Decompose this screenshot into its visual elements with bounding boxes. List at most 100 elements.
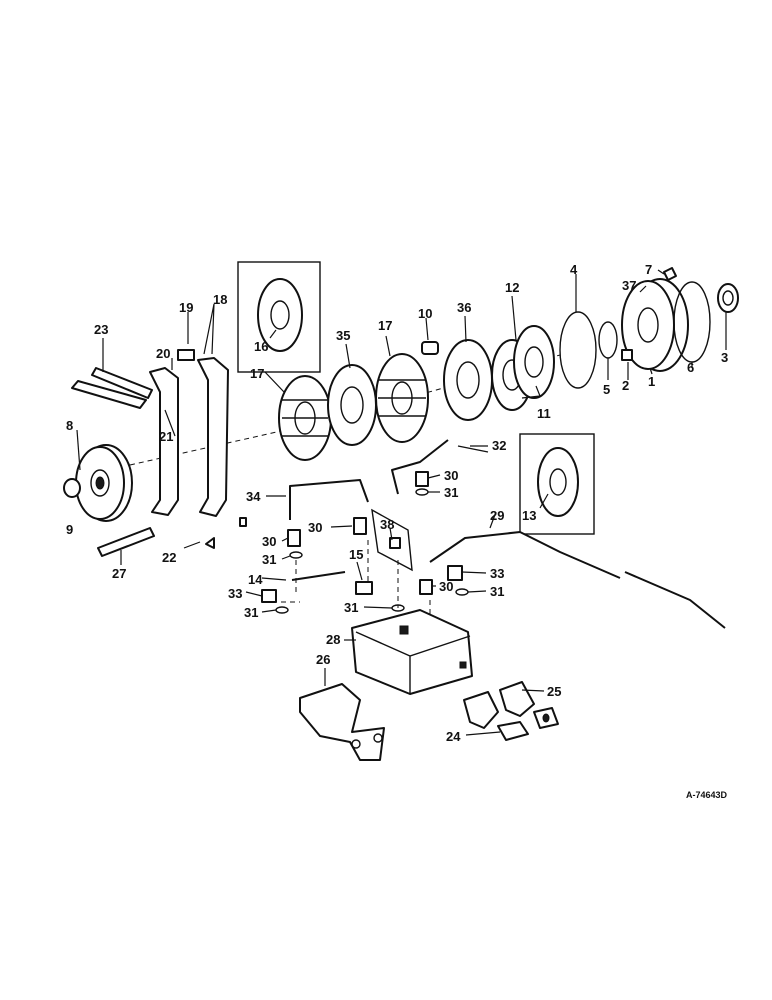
leader-24	[465, 731, 501, 736]
callout-11: 11	[537, 406, 551, 421]
callout-16: 16	[254, 339, 268, 354]
part-pressure-plate	[327, 364, 377, 446]
part-housing	[621, 278, 689, 372]
leader-35	[345, 343, 351, 369]
callout-38: 38	[380, 517, 394, 532]
part-nut	[239, 517, 247, 527]
fitting-30-center	[353, 517, 367, 535]
part-plug	[63, 478, 81, 498]
oring-31-upper	[415, 488, 429, 496]
callout-9: 9	[66, 522, 73, 537]
part-clamps-25	[463, 681, 535, 729]
callout-29: 29	[490, 508, 504, 523]
figure-reference-code: A-74643D	[686, 790, 728, 800]
part-hub	[75, 444, 133, 522]
callout-23: 23	[94, 322, 108, 337]
part-springs	[71, 367, 153, 409]
callout-26: 26	[316, 652, 330, 667]
callout-7: 7	[645, 262, 652, 277]
callout-31-right: 31	[490, 584, 504, 599]
part-tube-34	[289, 479, 369, 520]
inset-frame-16	[237, 261, 321, 373]
callout-31-left: 31	[262, 552, 276, 567]
callout-21: 21	[159, 429, 173, 444]
part-tube-upper	[391, 439, 449, 495]
part-key-7	[663, 267, 677, 281]
callout-24: 24	[446, 729, 461, 744]
leader-14	[261, 577, 287, 581]
leader-38	[389, 527, 393, 541]
leader-21	[164, 409, 176, 437]
part-tube-14	[291, 571, 346, 581]
leader-30-center	[330, 525, 353, 528]
callout-20: 20	[156, 346, 170, 361]
callout-31-upper: 31	[444, 485, 458, 500]
fitting-30-left	[287, 529, 301, 547]
callout-33-right: 33	[490, 566, 504, 581]
callout-17-left: 17	[250, 366, 264, 381]
part-pin	[97, 527, 155, 557]
leader-25	[521, 689, 545, 692]
leader-16	[269, 329, 277, 339]
part-line-32	[457, 445, 489, 453]
leader-31-valve	[363, 606, 393, 609]
callout-37: 37	[622, 278, 636, 293]
leader-17-left	[264, 371, 285, 393]
part-plate-16	[257, 278, 303, 352]
leader-1	[649, 367, 653, 375]
callout-30-lower: 30	[439, 579, 453, 594]
part-clip	[205, 537, 215, 549]
part-tube-29	[429, 531, 621, 579]
leader-31-lower-left	[261, 609, 277, 613]
callout-22: 22	[162, 550, 176, 565]
leader-22	[183, 541, 201, 549]
part-ring-5	[598, 321, 618, 359]
part-valve-28	[351, 609, 473, 695]
fitting-33-right	[447, 565, 463, 581]
fitting-30-lower	[419, 579, 433, 595]
callout-2: 2	[622, 378, 629, 393]
leader-30-left	[281, 537, 289, 542]
part-disc-12	[513, 325, 555, 399]
callout-30-upper: 30	[444, 468, 458, 483]
callout-14: 14	[248, 572, 263, 587]
oring-31-right	[455, 588, 469, 596]
fitting-33-left	[261, 589, 277, 603]
leader-10	[425, 317, 429, 341]
part-ring-4	[559, 311, 597, 389]
callout-34: 34	[246, 489, 261, 504]
part-friction-disc-left	[278, 375, 332, 461]
leader-13	[539, 493, 549, 509]
callout-28: 28	[326, 632, 340, 647]
fitting-15	[355, 581, 373, 595]
leader-15	[356, 561, 363, 581]
callout-35: 35	[336, 328, 350, 343]
leader-36	[464, 315, 467, 343]
callout-3: 3	[721, 350, 728, 365]
part-carrier-13	[537, 447, 579, 517]
leader-7	[657, 269, 665, 275]
part-friction-disc-right	[375, 353, 429, 443]
callout-15: 15	[349, 547, 363, 562]
callout-31-valve: 31	[344, 600, 358, 615]
part-levers	[149, 349, 229, 517]
leader-29	[489, 511, 497, 529]
callout-36: 36	[457, 300, 471, 315]
callout-12: 12	[505, 280, 519, 295]
callout-30-center: 30	[308, 520, 322, 535]
part-bushing-3	[717, 283, 739, 313]
inset-frame-13	[519, 433, 595, 535]
inset-frame-38	[371, 508, 413, 572]
part-tube-29-extension	[624, 571, 726, 629]
callout-1: 1	[648, 374, 655, 389]
leader-31-right	[467, 590, 487, 593]
leader-8	[76, 429, 81, 471]
part-plates-24	[497, 707, 559, 741]
callout-4: 4	[570, 262, 578, 277]
callout-17-right: 17	[378, 318, 392, 333]
part-bracket-26	[299, 683, 385, 761]
part-fitting-38	[389, 537, 401, 549]
callout-19: 19	[179, 300, 193, 315]
oring-31-left	[289, 551, 303, 559]
